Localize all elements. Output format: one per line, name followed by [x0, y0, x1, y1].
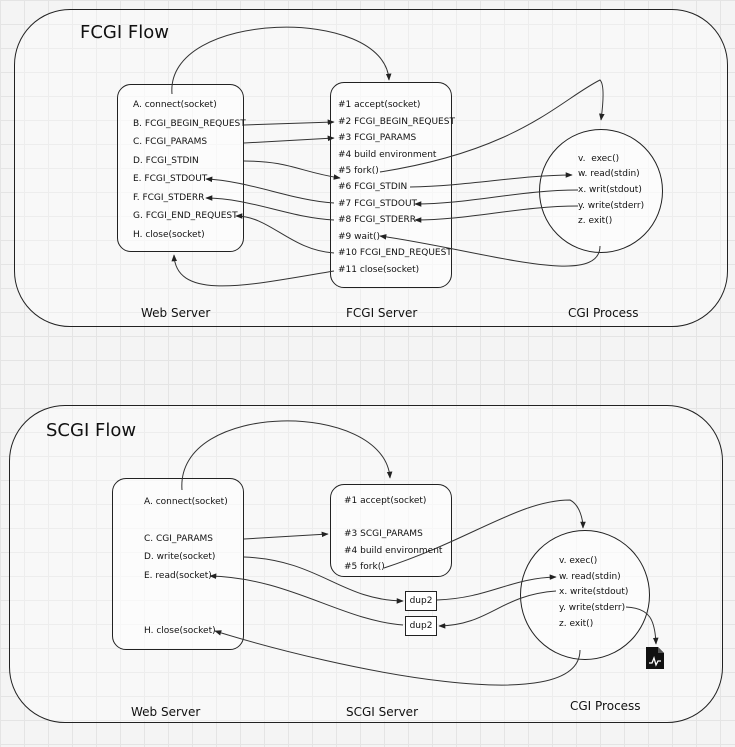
fcgi-cgi-item-x: x. writ(stdout) [578, 185, 642, 195]
fcgi-srv-item-8: #8 FCGI_STDERR [338, 215, 417, 225]
fcgi-web-server-box [117, 84, 244, 252]
fcgi-srv-item-5: #5 fork() [338, 166, 379, 176]
scgi-ws-item-d: D. write(socket) [144, 552, 216, 562]
fcgi-ws-item-g: G. FCGI_END_REQUEST [133, 211, 238, 221]
scgi-flow-title: SCGI Flow [46, 420, 137, 441]
fcgi-web-server-caption: Web Server [141, 306, 211, 320]
fcgi-srv-item-1: #1 accept(socket) [338, 100, 421, 110]
scgi-ws-item-h: H. close(socket) [144, 626, 216, 636]
dup2-box-stdin: dup2 [405, 591, 437, 611]
fcgi-ws-item-c: C. FCGI_PARAMS [133, 137, 208, 147]
scgi-srv-item-3: #3 SCGI_PARAMS [344, 529, 423, 539]
fcgi-ws-item-a: A. connect(socket) [133, 100, 217, 110]
fcgi-ws-item-h: H. close(socket) [133, 230, 205, 240]
fcgi-cgi-process-caption: CGI Process [568, 306, 639, 320]
fcgi-flow-title: FCGI Flow [80, 22, 169, 43]
fcgi-cgi-item-z: z. exit() [578, 216, 613, 226]
fcgi-srv-item-4: #4 build environment [338, 150, 437, 160]
scgi-cgi-item-x: x. write(stdout) [559, 587, 629, 597]
scgi-ws-item-a: A. connect(socket) [144, 497, 228, 507]
fcgi-ws-item-f: F. FCGI_STDERR [133, 193, 205, 203]
scgi-cgi-item-w: w. read(stdin) [559, 572, 621, 582]
fcgi-srv-item-7: #7 FCGI_STDOUT [338, 199, 418, 209]
scgi-server-caption: SCGI Server [346, 705, 418, 719]
scgi-web-server-caption: Web Server [131, 705, 201, 719]
scgi-srv-item-4: #4 build environment [344, 546, 443, 556]
fcgi-ws-item-d: D. FCGI_STDIN [133, 156, 199, 166]
fcgi-server-caption: FCGI Server [346, 306, 418, 320]
fcgi-cgi-item-w: w. read(stdin) [578, 169, 640, 179]
fcgi-srv-item-6: #6 FCGI_STDIN [338, 182, 408, 192]
fcgi-cgi-item-v: v. exec() [578, 154, 620, 164]
scgi-cgi-item-z: z. exit() [559, 619, 594, 629]
scgi-srv-item-5: #5 fork() [344, 562, 385, 572]
fcgi-srv-item-9: #9 wait() [338, 232, 381, 242]
log-file-icon [646, 647, 664, 669]
scgi-cgi-item-v: v. exec() [559, 556, 598, 566]
fcgi-cgi-item-y: y. write(stderr) [578, 201, 645, 211]
fcgi-srv-item-3: #3 FCGI_PARAMS [338, 133, 417, 143]
fcgi-ws-item-b: B. FCGI_BEGIN_REQUEST [133, 119, 246, 129]
fcgi-srv-item-11: #11 close(socket) [338, 265, 420, 275]
dup2-box-stdout: dup2 [405, 616, 437, 636]
scgi-ws-item-c: C. CGI_PARAMS [144, 534, 213, 544]
scgi-ws-item-e: E. read(socket) [144, 571, 212, 581]
scgi-cgi-item-y: y. write(stderr) [559, 603, 626, 613]
fcgi-ws-item-e: E. FCGI_STDOUT [133, 174, 208, 184]
fcgi-srv-item-10: #10 FCGI_END_REQUEST [338, 248, 452, 258]
scgi-srv-item-1: #1 accept(socket) [344, 496, 427, 506]
scgi-cgi-process-caption: CGI Process [570, 699, 641, 713]
fcgi-srv-item-2: #2 FCGI_BEGIN_REQUEST [338, 117, 455, 127]
